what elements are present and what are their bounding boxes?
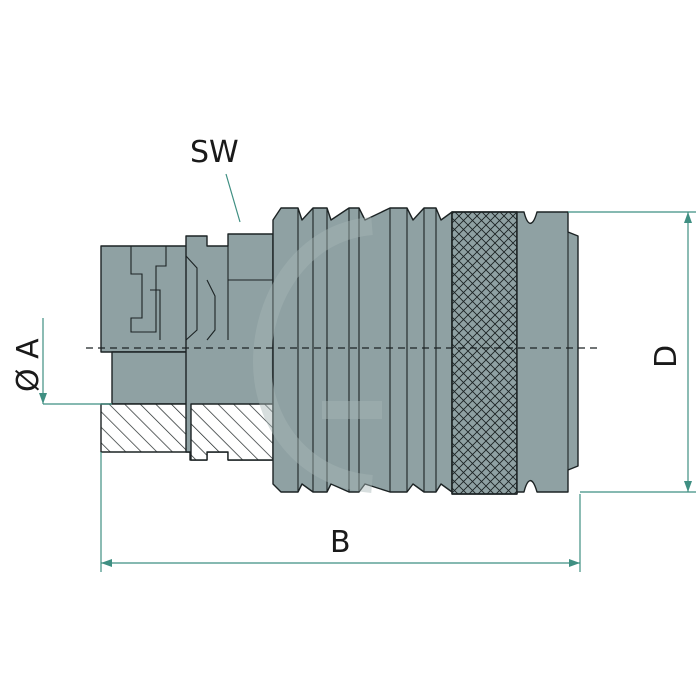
thread-stub-lower [111, 351, 192, 405]
front-collar [516, 211, 579, 493]
dimension-b-label: B [330, 525, 351, 560]
hex-hatch [190, 403, 274, 461]
watermark-logo [252, 217, 382, 493]
dimension-lines [39, 211, 696, 572]
knurled-ring [451, 211, 518, 495]
sw-leader-line [225, 173, 241, 223]
thread-stub [100, 245, 192, 353]
body-detail-lines [130, 208, 569, 492]
dimension-d-label: D [649, 345, 684, 368]
thread-section-hatch [100, 403, 192, 453]
sw-label: SW [190, 135, 239, 170]
coupling-body [100, 207, 579, 495]
diameter-a-label: Ø A [11, 338, 46, 392]
